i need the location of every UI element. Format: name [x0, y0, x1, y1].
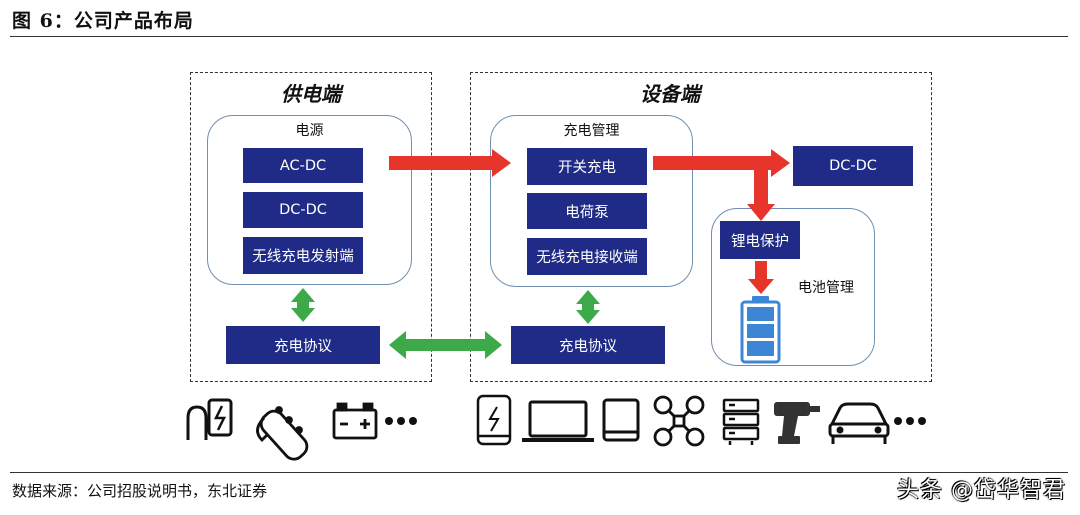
battery-icon	[740, 296, 781, 364]
footer-rule	[10, 472, 1068, 473]
charge-pump-box: 电荷泵	[527, 193, 647, 229]
supply-side-panel	[190, 72, 432, 382]
smartphone-icon	[476, 394, 512, 446]
car-icon	[828, 402, 890, 444]
ellipsis-icon	[894, 417, 926, 425]
wireless-transmitter-box: 无线充电发射端	[243, 237, 363, 274]
device-protocol-arrow	[576, 290, 600, 324]
supply-protocol-arrow	[291, 288, 315, 322]
wireless-receiver-box: 无线充电接收端	[527, 238, 647, 275]
drone-icon	[653, 395, 705, 447]
watermark: 头条 @岱华智君	[897, 478, 1066, 503]
protection-flow-arrow	[747, 165, 775, 221]
device-protocol-box: 充电协议	[511, 326, 665, 364]
charge-management-label: 充电管理	[563, 123, 620, 139]
power-group-label: 电源	[295, 123, 324, 139]
switch-charging-box: 开关充电	[527, 148, 647, 185]
power-drill-icon	[774, 402, 820, 444]
car-battery-icon	[332, 402, 378, 440]
source-note: 数据来源：公司招股说明书，东北证券	[12, 482, 268, 500]
figure-title: 图 6：公司产品布局	[12, 10, 194, 32]
power-flow-arrow	[389, 149, 511, 177]
ellipsis-icon	[385, 417, 417, 425]
power-strip-icon	[256, 406, 309, 461]
header-rule	[10, 36, 1068, 37]
supply-protocol-box: 充电协议	[226, 326, 380, 364]
battery-management-label: 电池管理	[798, 280, 854, 296]
lithium-protection-box: 锂电保护	[720, 221, 800, 259]
protocol-exchange-arrow	[389, 331, 502, 359]
dcdc-flow-arrow	[653, 149, 790, 177]
charging-plug-icon	[186, 398, 233, 440]
device-dc-dc-box: DC-DC	[793, 146, 913, 186]
device-side-title: 设备端	[640, 82, 700, 106]
ac-dc-box: AC-DC	[243, 148, 363, 183]
server-icon	[722, 398, 760, 445]
tablet-icon	[602, 398, 640, 442]
laptop-icon	[522, 400, 594, 442]
dc-dc-box: DC-DC	[243, 192, 363, 228]
device-side-panel	[470, 72, 932, 382]
supply-side-title: 供电端	[281, 82, 341, 106]
battery-flow-arrow	[748, 261, 774, 294]
